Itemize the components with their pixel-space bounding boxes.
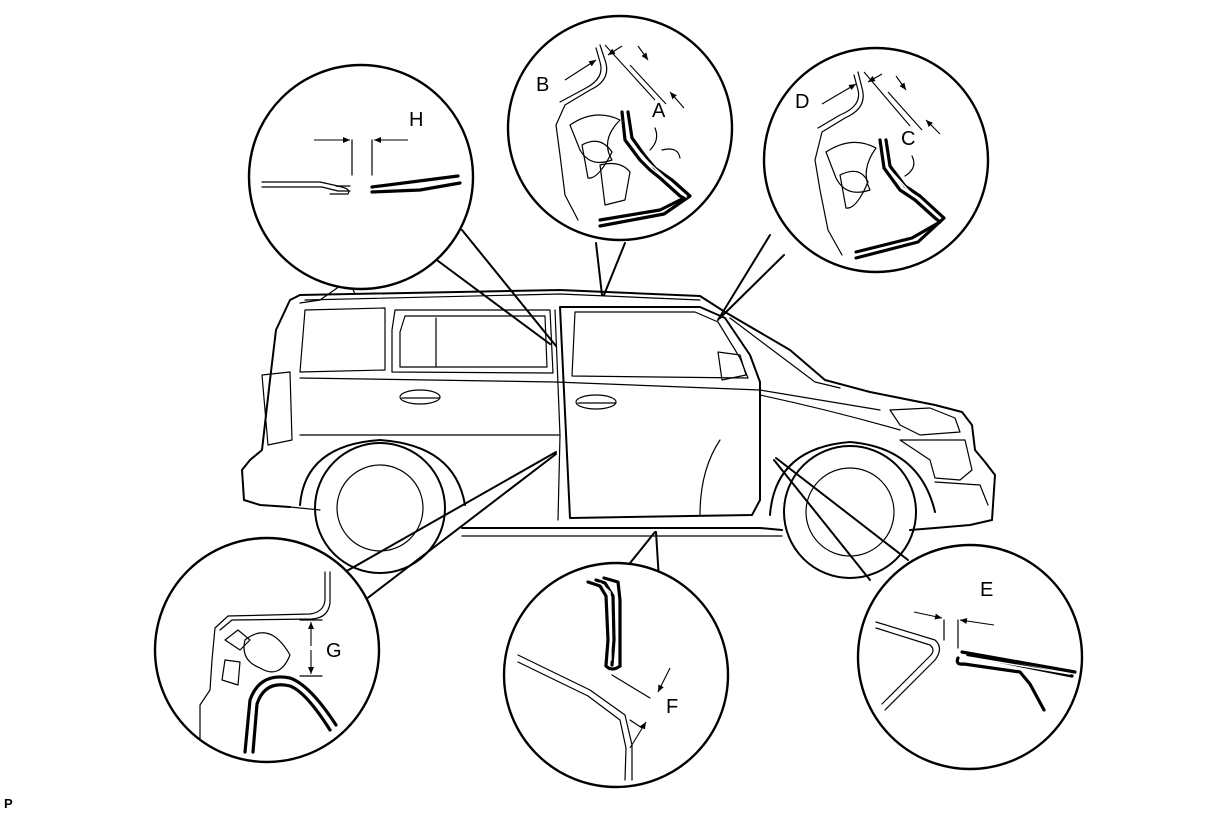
detail-circle-f: [502, 561, 730, 789]
label-e: E: [980, 579, 993, 601]
vehicle-side-view: [241, 282, 996, 579]
detail-circle-g: [153, 536, 381, 764]
detail-circle-e: [856, 543, 1084, 771]
detail-circle-a-b: [506, 14, 734, 242]
label-h: H: [409, 109, 423, 131]
callout-labels: H B A D C G F E P: [4, 74, 993, 811]
label-d: D: [795, 91, 809, 113]
callout-pointers: [344, 229, 909, 601]
figure-code: P: [4, 796, 13, 811]
label-b: B: [536, 74, 549, 96]
label-g: G: [326, 640, 342, 662]
label-c: C: [901, 128, 915, 150]
detail-circle-c-d: [762, 46, 990, 274]
detail-circle-h: [247, 63, 475, 291]
label-a: A: [652, 100, 666, 122]
label-f: F: [666, 696, 678, 718]
